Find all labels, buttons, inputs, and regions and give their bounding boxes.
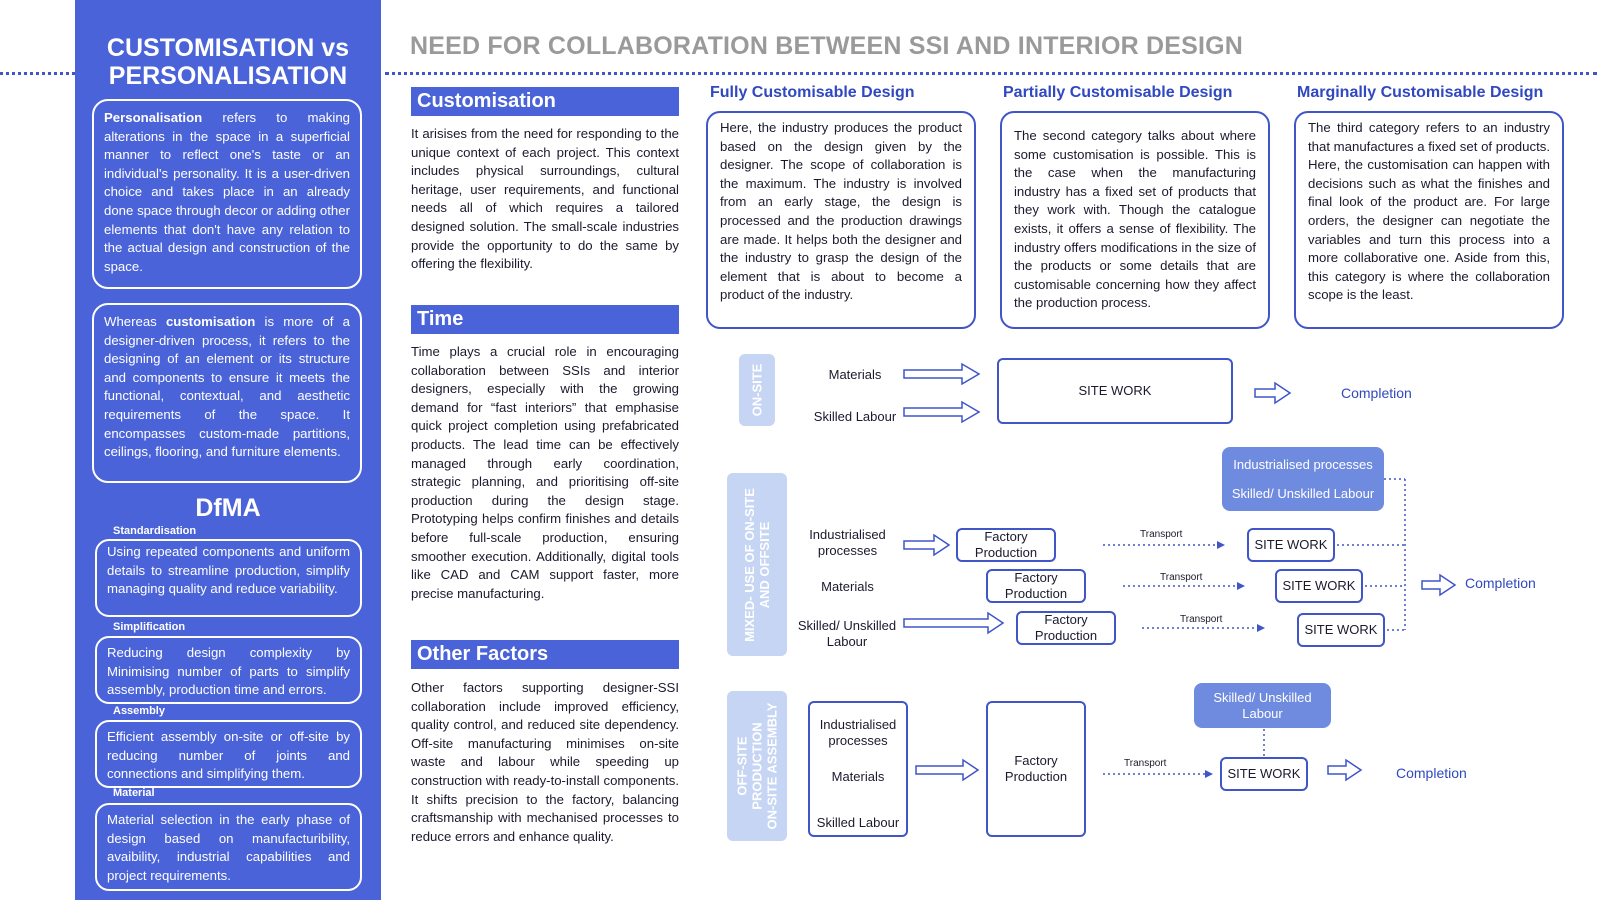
design-box-fully: Here, the industry produces the product … [706,111,976,329]
dfma-box-standardisation: Using repeated components and uniform de… [95,539,362,617]
onsite-input-materials: Materials [828,367,882,382]
section-text-time: Time plays a crucial role in encouraging… [411,344,679,601]
mixed-factory-2: Factory Production [986,569,1086,603]
arrow-icon-mixed-processes [903,533,951,557]
offsite-completion: Completion [1396,765,1467,781]
onsite-label: ON-SITE [739,354,775,426]
offsite-input-processes: Industrialised processes [819,717,897,748]
offsite-transport: Transport [1124,758,1167,769]
section-heading-time: Time [411,305,679,334]
dfma-box-simplification: Reducing design complexity by Minimising… [95,636,362,704]
mixed-filled-labour: Skilled/ Unskilled Labour [1231,486,1375,501]
mixed-site-work-3: SITE WORK [1297,613,1385,647]
dfma-label-material: Material [113,787,155,799]
section-text-other-factors: Other factors supporting designer-SSI co… [411,680,679,844]
dfma-label-assembly: Assembly [113,705,165,717]
arrow-icon-offsite-completion [1327,758,1363,782]
section-heading-other-factors: Other Factors [411,640,679,669]
main-title: NEED FOR COLLABORATION BETWEEN SSI AND I… [410,32,1244,60]
offsite-filled-labour: Skilled/ Unskilled Labour [1194,683,1331,728]
arrow-icon-onsite-materials [903,362,981,386]
design-heading-partially: Partially Customisable Design [1003,84,1233,101]
offsite-inputs-box: Industrialised processes Materials Skill… [808,701,908,837]
customisation-box: Whereas customisation is more of a desig… [92,303,362,483]
customisation-lead: Whereas [104,314,166,329]
arrow-icon-offsite-factory [915,758,980,782]
mixed-input-materials: Materials [821,579,874,594]
mixed-transport-1: Transport [1140,529,1183,540]
offsite-input-skilled-labour: Skilled Labour [816,815,900,830]
section-text-customisation: It arisises from the need for responding… [411,126,679,272]
mixed-filled-processes: Industrialised processes [1233,457,1373,472]
mixed-transport-2: Transport [1160,572,1203,583]
offsite-input-materials: Materials [831,769,885,784]
sidebar-title: CUSTOMISATION vs PERSONALISATION [106,34,350,90]
personalisation-text: refers to making alterations in the spac… [104,110,350,274]
onsite-completion: Completion [1341,385,1412,401]
arrowheads [1205,541,1265,778]
arrow-icon-mixed-completion [1421,573,1457,597]
design-heading-marginally: Marginally Customisable Design [1297,84,1544,101]
dfma-box-assembly: Efficient assembly on-site or off-site b… [95,720,362,788]
design-heading-fully: Fully Customisable Design [710,84,915,101]
dfma-label-standardisation: Standardisation [113,525,197,537]
sidebar-panel: CUSTOMISATION vs PERSONALISATION Persona… [75,0,381,900]
mixed-site-work-2: SITE WORK [1275,569,1363,603]
dfma-title: DfMA [195,494,261,522]
design-box-marginally: The third category refers to an industry… [1294,111,1564,329]
mixed-completion: Completion [1465,575,1536,591]
onsite-input-skilled-labour: Skilled Labour [813,409,897,424]
personalisation-term: Personalisation [104,110,203,125]
mixed-transport-3: Transport [1180,614,1223,625]
customisation-text: is more of a designer-driven process, it… [104,314,350,460]
offsite-factory: Factory Production [986,701,1086,837]
mixed-filled-box: Industrialised processes Skilled/ Unskil… [1222,447,1384,511]
dfma-label-simplification: Simplification [113,621,186,633]
customisation-term: customisation [165,314,256,329]
dfma-box-material: Material selection in the early phase of… [95,803,362,891]
offsite-site-work: SITE WORK [1220,757,1308,791]
arrow-icon-onsite-completion [1254,381,1292,405]
mixed-factory-3: Factory Production [1016,611,1116,645]
personalisation-box: Personalisation refers to making alterat… [92,99,362,289]
dotted-divider-left [0,72,75,75]
onsite-site-work: SITE WORK [997,358,1233,424]
mixed-input-labour: Skilled/ Unskilled Labour [797,618,897,649]
design-box-partially: The second category talks about where so… [1000,111,1270,329]
mixed-factory-1: Factory Production [956,528,1056,562]
arrow-icon-mixed-labour [903,611,1005,635]
section-heading-customisation: Customisation [411,87,679,116]
mixed-input-processes: Industrialised processes [809,527,886,558]
mixed-site-work-1: SITE WORK [1247,528,1335,562]
dotted-divider-right [385,72,1597,75]
arrow-icon-onsite-labour [903,400,981,424]
